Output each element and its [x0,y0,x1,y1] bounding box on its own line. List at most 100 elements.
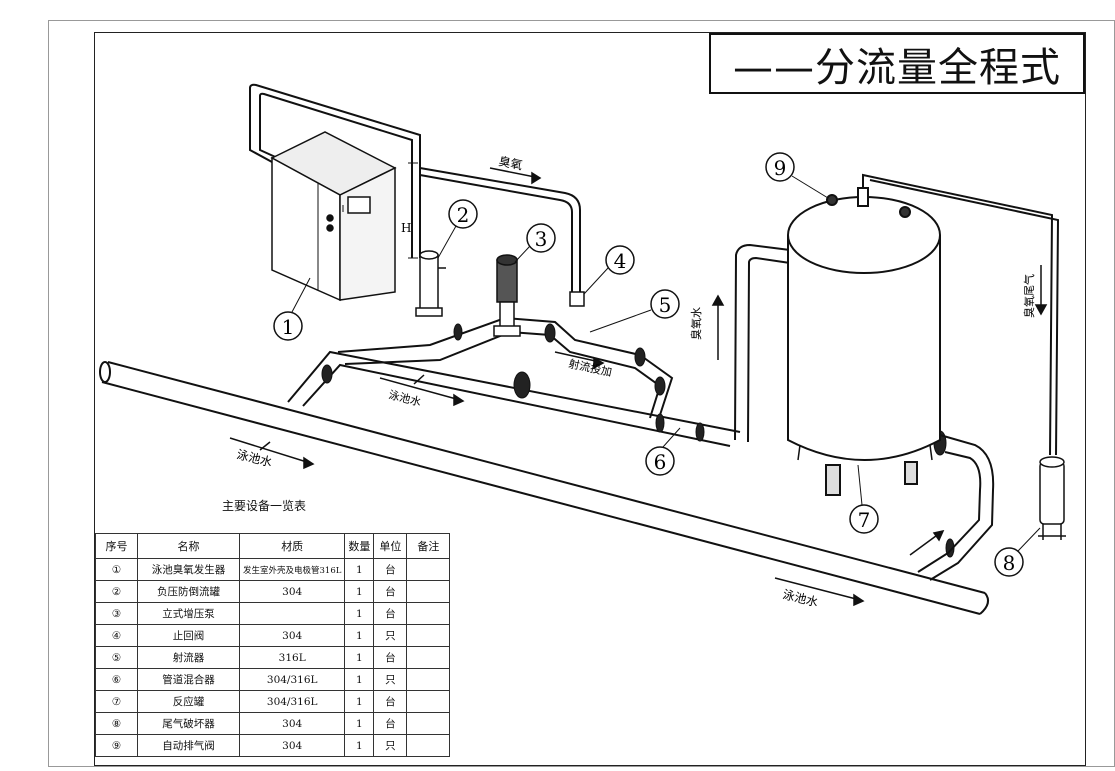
cell-remark [406,690,451,713]
table-row: ② 负压防倒流罐 304 1 台 [95,580,451,603]
pool-water-label-right: 泳池水 [781,587,819,609]
callout-2: 2 [437,199,478,259]
cell-name: 尾气破坏器 [137,712,240,735]
cell-unit: 只 [373,624,408,647]
cell-material: 304 [238,734,346,757]
tank-outlet-pipe [917,434,995,581]
cell-name: 射流器 [137,646,240,669]
height-label: H [401,221,411,235]
callout-8: 8 [994,527,1041,577]
cell-material: 发生室外壳及电极管316L [238,558,346,581]
cell-unit: 台 [373,690,408,713]
cell-name: 自动排气阀 [137,734,240,757]
cell-name: 止回阀 [137,624,240,647]
cell-unit: 台 [373,580,408,603]
cell-qty: 1 [344,558,375,581]
cell-remark [406,558,451,581]
booster-pump [493,254,521,337]
cell-no: ③ [95,602,138,625]
diagram-title: ——分流量全程式 [709,33,1085,94]
cell-no: ⑧ [95,712,138,735]
cell-remark [406,624,451,647]
table-header-row: 序号 名称 材质 数量 单位 备注 [95,533,451,559]
cell-unit: 台 [373,602,408,625]
cell-remark [406,646,451,669]
callout-5: 5 [589,289,680,333]
cell-unit: 台 [373,712,408,735]
cell-material: 316L [238,646,346,669]
pool-water-label-left: 泳池水 [235,447,273,469]
ozone-gas-line [249,83,581,298]
cell-material: 304 [238,580,346,603]
cell-no: ⑤ [95,646,138,669]
callout-6-number: 6 [654,450,667,474]
cell-qty: 1 [344,690,375,713]
callout-3: 3 [514,223,556,263]
cell-remark [406,712,451,735]
backflow-tank [415,250,446,317]
cell-qty: 1 [344,734,375,757]
cell-no: ④ [95,624,138,647]
callout-1-number: 1 [282,315,295,339]
cell-material [238,602,346,625]
cell-material: 304/316L [238,668,346,691]
cell-qty: 1 [344,646,375,669]
table-row: ⑤ 射流器 316L 1 台 [95,646,451,669]
pipe-flanges [321,323,955,558]
callout-9: 9 [765,152,829,199]
reaction-tank [787,187,941,496]
cell-qty: 1 [344,602,375,625]
cell-no: ⑦ [95,690,138,713]
cell-qty: 1 [344,712,375,735]
cell-material: 304 [238,712,346,735]
cell-no: ② [95,580,138,603]
cell-remark [406,602,451,625]
cell-qty: 1 [344,624,375,647]
tail-gas-line [862,173,1060,456]
table-row: ⑧ 尾气破坏器 304 1 台 [95,712,451,735]
cell-remark [406,580,451,603]
ozone-tail-gas-label: 臭氧尾气 [1022,274,1036,318]
cell-name: 管道混合器 [137,668,240,691]
table-row: ⑥ 管道混合器 304/316L 1 只 [95,668,451,691]
cell-qty: 1 [344,580,375,603]
header-qty: 数量 [344,533,375,559]
flow-arrows [229,167,1048,607]
equipment-table-caption: 主要设备一览表 [222,499,307,513]
check-valve [569,291,585,307]
table-row: ③ 立式增压泵 1 台 [95,602,451,625]
cell-unit: 只 [373,668,408,691]
callout-1: 1 [273,277,311,341]
cell-unit: 台 [373,558,408,581]
callout-6: 6 [645,427,681,476]
cell-unit: 只 [373,734,408,757]
equipment-table: 序号 名称 材质 数量 单位 备注 ① 泳池臭氧发生器 发生室外壳及电极管316… [95,533,451,757]
main-pool-pipe [99,361,990,615]
header-remark: 备注 [406,533,451,559]
cell-material: 304 [238,624,346,647]
tail-gas-destructor [1038,456,1066,540]
ozone-generator [270,131,397,302]
cell-material: 304/316L [238,690,346,713]
callout-8-number: 8 [1003,551,1016,575]
callout-2-number: 2 [457,203,470,227]
header-no: 序号 [95,533,138,559]
cell-no: ⑨ [95,734,138,757]
cell-name: 负压防倒流罐 [137,580,240,603]
ozone-label: 臭氧 [497,153,523,172]
callout-4: 4 [583,245,635,295]
table-row: ① 泳池臭氧发生器 发生室外壳及电极管316L 1 台 [95,558,451,581]
table-row: ⑦ 反应罐 304/316L 1 台 [95,690,451,713]
table-row: ⑨ 自动排气阀 304 1 只 [95,734,451,757]
riser-pipe [734,243,791,443]
pool-water-label-mid: 泳池水 [387,387,422,409]
cell-remark [406,668,451,691]
cell-no: ① [95,558,138,581]
cell-remark [406,734,451,757]
callout-5-number: 5 [659,293,672,317]
header-name: 名称 [137,533,240,559]
header-unit: 单位 [373,533,408,559]
callout-3-number: 3 [535,227,548,251]
